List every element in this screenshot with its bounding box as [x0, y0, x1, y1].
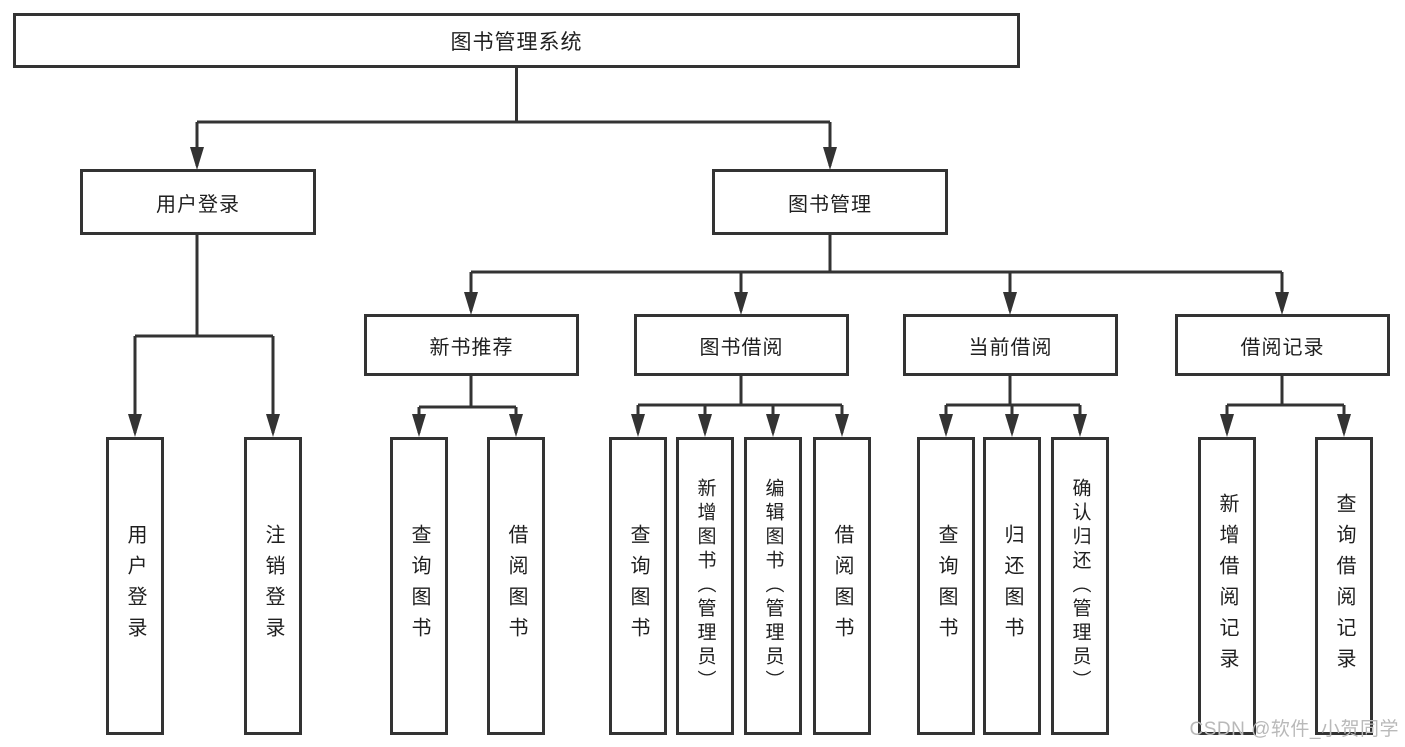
- leaf-label: 新增图书（管理员）: [694, 478, 716, 694]
- leaf-add-borrow-record: 新增借阅记录: [1198, 437, 1256, 735]
- leaf-label: 查询图书: [935, 524, 957, 648]
- node-label: 用户登录: [156, 193, 240, 216]
- leaf-query-books-recommend: 查询图书: [390, 437, 448, 735]
- leaf-query-borrow-record: 查询借阅记录: [1315, 437, 1373, 735]
- leaf-borrow-books-borrowing: 借阅图书: [813, 437, 871, 735]
- node-new-book-recommendation: 新书推荐: [364, 314, 579, 376]
- leaf-label: 归还图书: [1001, 524, 1023, 648]
- leaf-add-book-admin: 新增图书（管理员）: [676, 437, 734, 735]
- leaf-return-books: 归还图书: [983, 437, 1041, 735]
- leaf-user-login: 用户登录: [106, 437, 164, 735]
- leaf-label: 借阅图书: [831, 524, 853, 648]
- node-label: 图书管理: [788, 193, 872, 216]
- node-label: 当前借阅: [968, 336, 1053, 359]
- node-library-management-system: 图书管理系统: [13, 13, 1020, 68]
- root-label: 图书管理系统: [450, 30, 583, 54]
- leaf-label: 确认归还（管理员）: [1069, 478, 1091, 694]
- leaf-label: 用户登录: [124, 524, 146, 648]
- leaf-query-books-borrowing: 查询图书: [609, 437, 667, 735]
- node-label: 借阅记录: [1240, 336, 1325, 359]
- node-label: 图书借阅: [699, 336, 784, 359]
- csdn-watermark: CSDN @软件_小贺同学: [1189, 719, 1399, 740]
- leaf-label: 查询图书: [627, 524, 649, 648]
- leaf-label: 编辑图书（管理员）: [762, 478, 784, 694]
- leaf-edit-book-admin: 编辑图书（管理员）: [744, 437, 802, 735]
- node-user-login: 用户登录: [80, 169, 316, 235]
- leaf-confirm-return-admin: 确认归还（管理员）: [1051, 437, 1109, 735]
- node-borrowing-records: 借阅记录: [1175, 314, 1390, 376]
- leaf-label: 查询借阅记录: [1333, 493, 1355, 679]
- leaf-label: 新增借阅记录: [1216, 493, 1238, 679]
- leaf-query-books-current: 查询图书: [917, 437, 975, 735]
- leaf-logout: 注销登录: [244, 437, 302, 735]
- leaf-label: 注销登录: [262, 524, 284, 648]
- node-current-borrowing: 当前借阅: [903, 314, 1118, 376]
- node-label: 新书推荐: [429, 336, 514, 359]
- leaf-label: 查询图书: [408, 524, 430, 648]
- node-book-borrowing: 图书借阅: [634, 314, 849, 376]
- leaf-label: 借阅图书: [505, 524, 527, 648]
- leaf-borrow-books-recommend: 借阅图书: [487, 437, 545, 735]
- node-book-management: 图书管理: [712, 169, 948, 235]
